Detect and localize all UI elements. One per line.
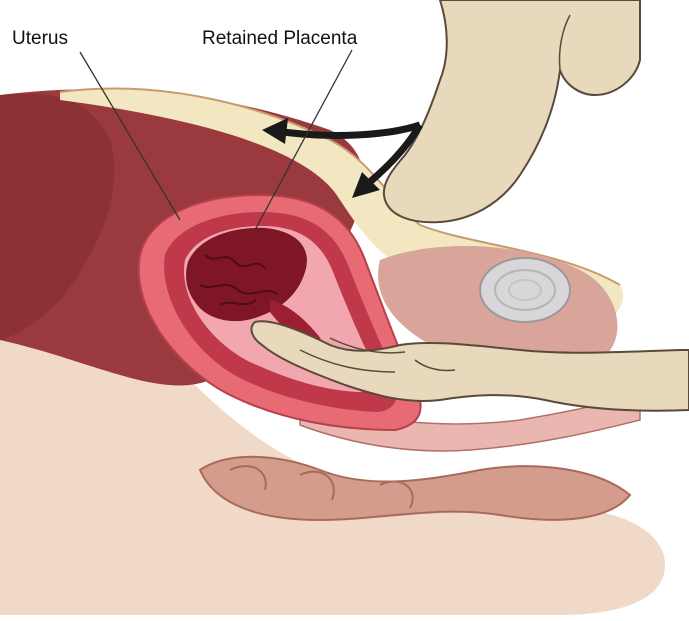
bladder — [480, 258, 570, 322]
external-hand — [384, 0, 640, 222]
uterus-label: Uterus — [12, 28, 68, 49]
retained-placenta-label: Retained Placenta — [202, 28, 358, 49]
